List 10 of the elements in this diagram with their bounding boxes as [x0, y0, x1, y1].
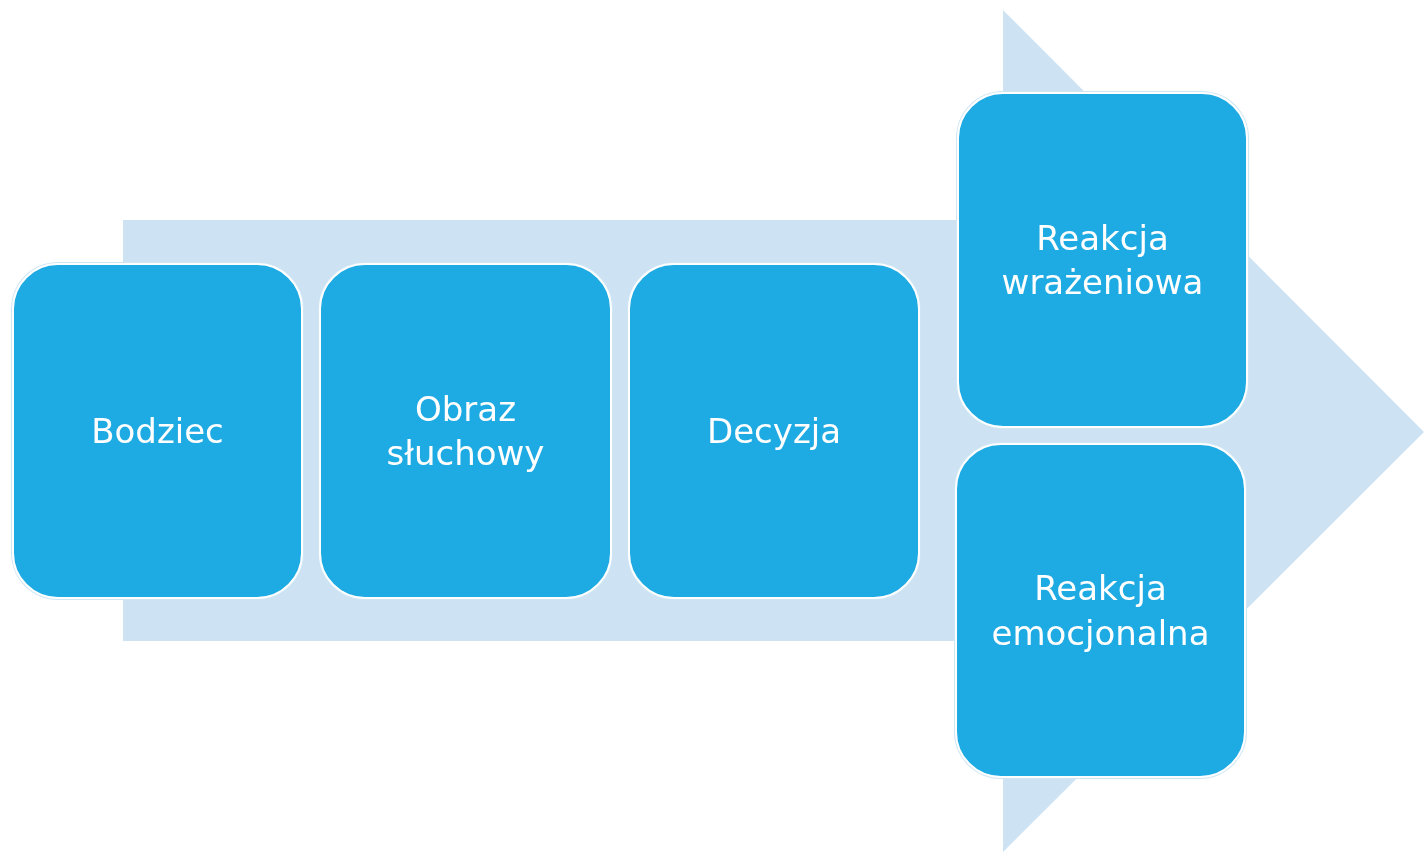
process-box [957, 92, 1248, 428]
step-label: Reakcja emocjonalna [990, 567, 1211, 655]
process-box [955, 443, 1246, 778]
process-box [12, 263, 303, 599]
process-box [628, 263, 920, 599]
step-label: Reakcja wrażeniowa [1000, 216, 1205, 304]
process-box [319, 263, 612, 599]
step-label: Decyzja [705, 409, 842, 453]
step-label: Obraz słuchowy [385, 387, 546, 475]
step-label: Bodziec [90, 409, 225, 453]
